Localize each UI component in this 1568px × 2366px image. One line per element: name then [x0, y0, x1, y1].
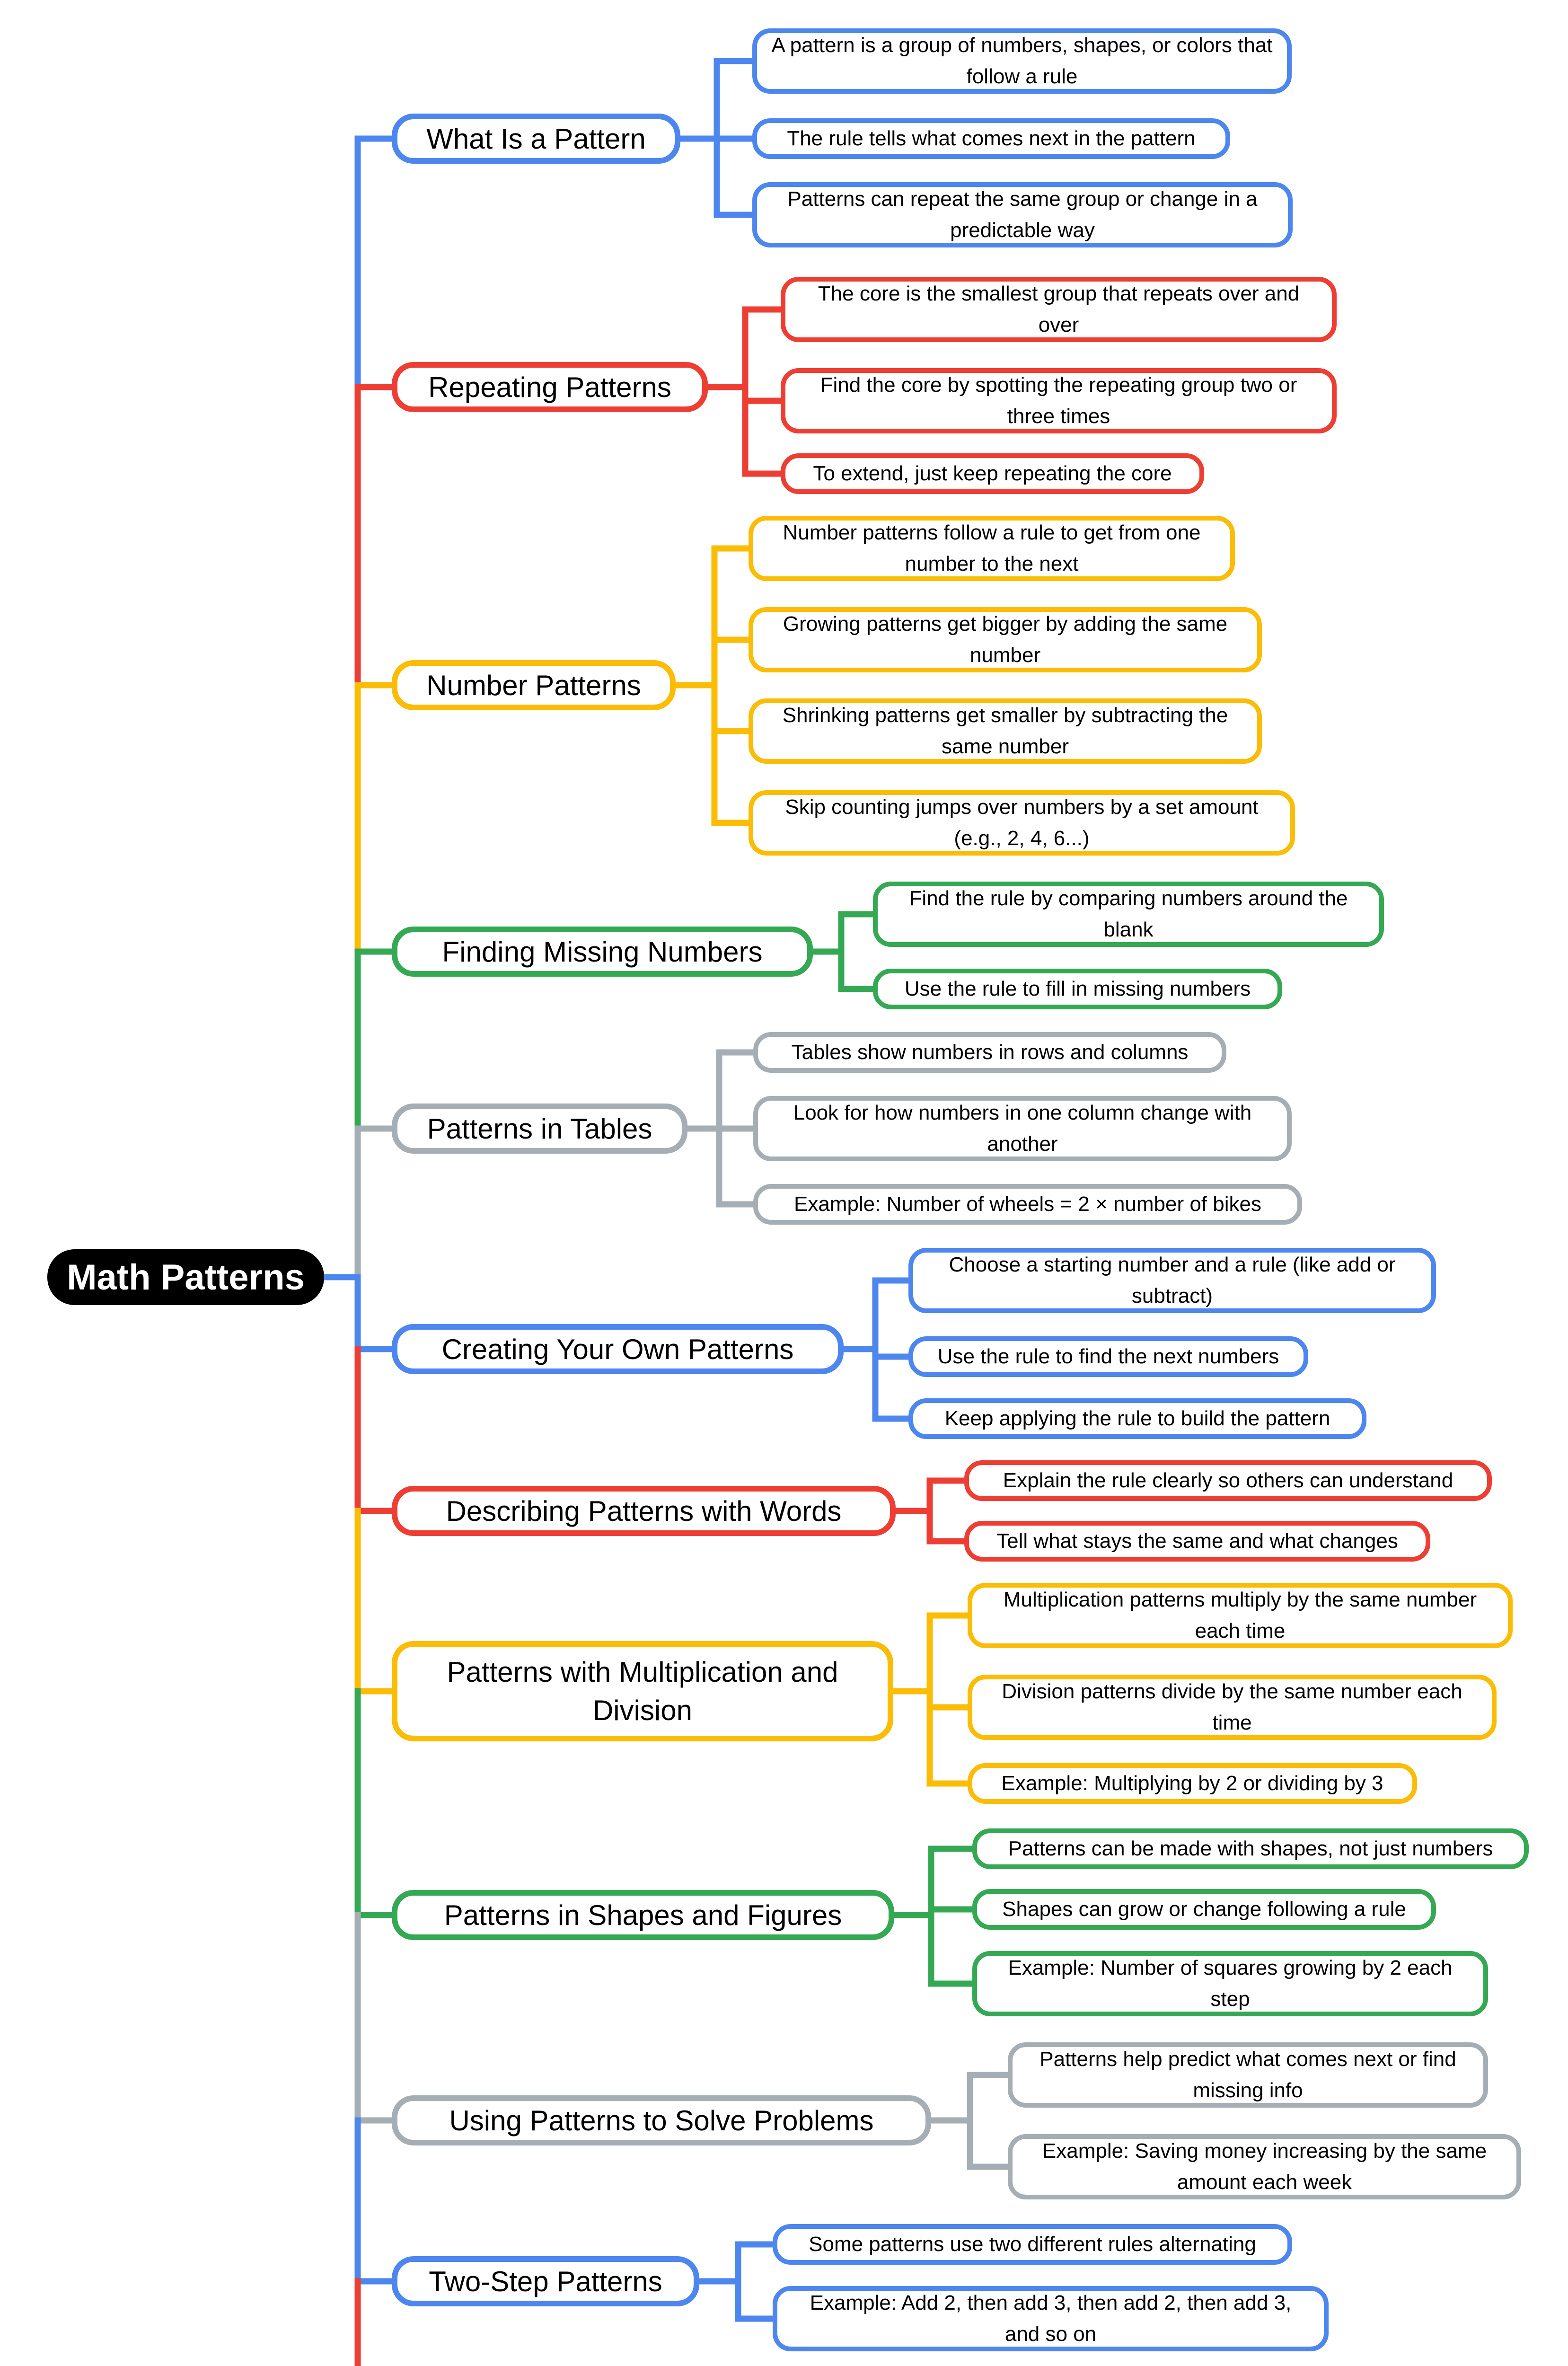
- connector-two-step-patterns: [354, 2117, 776, 2322]
- leaf-node: Skip counting jumps over numbers by a se…: [749, 790, 1295, 856]
- leaf-node: Choose a starting number and a rule (lik…: [908, 1248, 1436, 1313]
- leaf-node: Shrinking patterns get smaller by subtra…: [749, 698, 1262, 764]
- leaf-node: Tables show numbers in rows and columns: [753, 1032, 1226, 1073]
- branch-what-is-a-pattern: What Is a Pattern: [392, 114, 680, 164]
- leaf-node: Explain the rule clearly so others can u…: [964, 1460, 1492, 1501]
- leaf-node: Patterns can be made with shapes, not ju…: [972, 1828, 1529, 1869]
- leaf-node: Example: Saving money increasing by the …: [1008, 2134, 1521, 2199]
- leaf-node: Example: Number of wheels = 2 × number o…: [753, 1184, 1302, 1225]
- leaf-node: To extend, just keep repeating the core: [781, 453, 1204, 494]
- branch-creating-your-own-patterns: Creating Your Own Patterns: [392, 1324, 844, 1374]
- leaf-node: Example: Number of squares growing by 2 …: [972, 1951, 1488, 2016]
- connector-patterns-with-multiplication-and-division: [354, 1508, 971, 1787]
- connector-describing-patterns-with-words: [354, 1346, 968, 1545]
- branch-patterns-in-shapes-and-figures: Patterns in Shapes and Figures: [392, 1890, 894, 1940]
- connector-finding-missing-numbers: [354, 911, 876, 1132]
- connector-number-patterns: [354, 545, 752, 955]
- connector-creating-your-own-patterns: [321, 1274, 912, 1422]
- leaf-node: Use the rule to fill in missing numbers: [873, 969, 1282, 1009]
- branch-two-step-patterns: Two-Step Patterns: [392, 2256, 699, 2306]
- branch-repeating-patterns: Repeating Patterns: [392, 362, 708, 412]
- leaf-node: Keep applying the rule to build the patt…: [908, 1398, 1366, 1439]
- leaf-node: Patterns help predict what comes next or…: [1008, 2042, 1488, 2108]
- leaf-node: Tell what stays the same and what change…: [964, 1521, 1430, 1562]
- branch-finding-missing-numbers: Finding Missing Numbers: [392, 927, 813, 977]
- leaf-node: Growing patterns get bigger by adding th…: [749, 607, 1262, 672]
- leaf-node: Example: Add 2, then add 3, then add 2, …: [773, 2286, 1329, 2351]
- branch-patterns-in-tables: Patterns in Tables: [392, 1104, 687, 1154]
- root-node: Math Patterns: [47, 1249, 324, 1305]
- leaf-node: Look for how numbers in one column chang…: [753, 1096, 1292, 1161]
- leaf-node: Find the core by spotting the repeating …: [781, 368, 1337, 433]
- leaf-node: The core is the smallest group that repe…: [781, 277, 1337, 342]
- leaf-node: Some patterns use two different rules al…: [773, 2224, 1292, 2265]
- leaf-node: Patterns can repeat the same group or ch…: [752, 182, 1293, 247]
- leaf-node: Use the rule to find the next numbers: [908, 1336, 1308, 1377]
- connector-patterns-in-shapes-and-figures: [354, 1688, 976, 1987]
- branch-describing-patterns-with-words: Describing Patterns with Words: [392, 1486, 896, 1536]
- leaf-node: Multiplication patterns multiply by the …: [968, 1583, 1513, 1648]
- leaf-node: Find the rule by comparing numbers aroun…: [873, 882, 1384, 947]
- leaf-node: The rule tells what comes next in the pa…: [752, 118, 1230, 159]
- connector-what-is-a-pattern: [354, 58, 756, 390]
- connector-patterns-in-tables: [354, 1049, 757, 1280]
- leaf-node: Example: Multiplying by 2 or dividing by…: [968, 1763, 1417, 1804]
- leaf-node: Number patterns follow a rule to get fro…: [749, 516, 1235, 581]
- branch-using-patterns-to-solve-problems: Using Patterns to Solve Problems: [392, 2095, 931, 2145]
- connector-repeating-patterns: [354, 306, 784, 689]
- leaf-node: A pattern is a group of numbers, shapes,…: [752, 28, 1292, 94]
- branch-number-patterns: Number Patterns: [392, 660, 676, 710]
- leaf-node: Shapes can grow or change following a ru…: [972, 1889, 1436, 1930]
- leaf-node: Division patterns divide by the same num…: [968, 1675, 1497, 1740]
- branch-patterns-with-multiplication-and-division: Patterns with Multiplication and Divisio…: [392, 1641, 893, 1741]
- connector-using-patterns-to-solve-problems: [354, 1912, 1011, 2170]
